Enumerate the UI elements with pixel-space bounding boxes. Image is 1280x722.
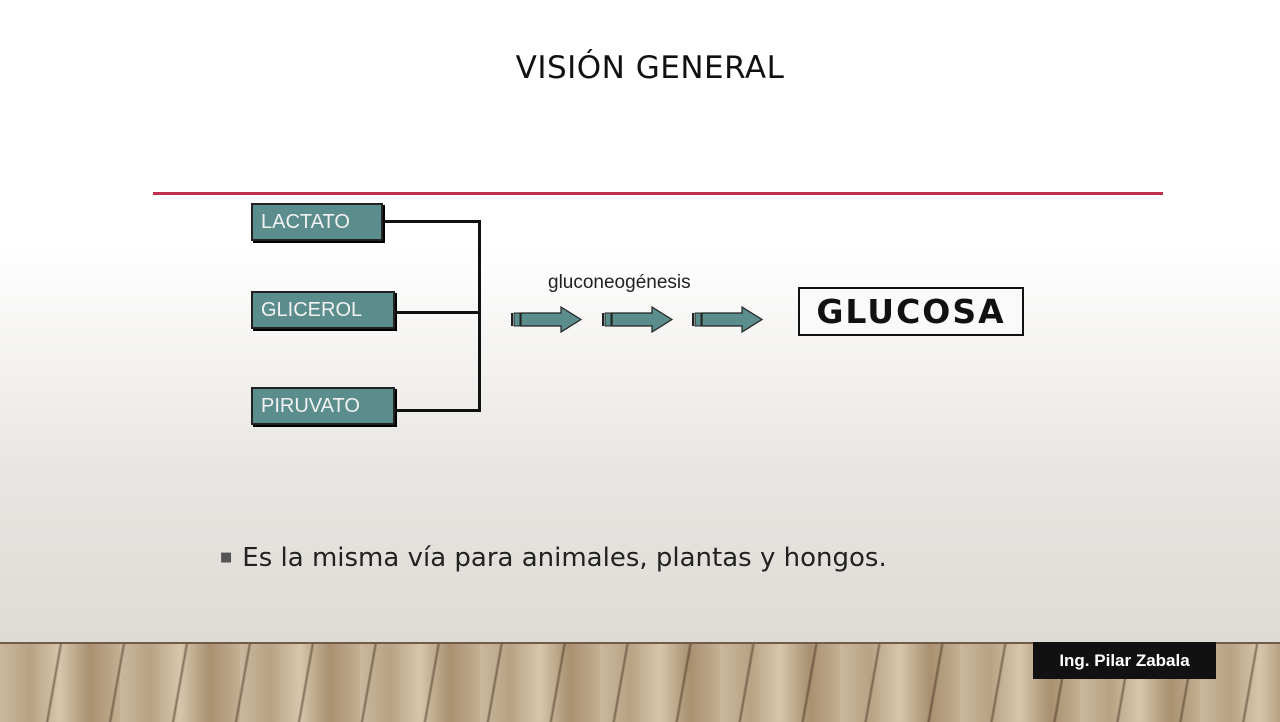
bullet-item: ■ Es la misma vía para animales, plantas …	[220, 543, 887, 573]
process-arrow-1	[511, 306, 583, 334]
source-box-lactato: LACTATO	[251, 203, 383, 241]
connector-line-bottom	[395, 409, 481, 412]
source-box-piruvato: PIRUVATO	[251, 387, 395, 425]
author-credit: Ing. Pilar Zabala	[1033, 642, 1216, 679]
process-arrow-3	[692, 306, 764, 334]
source-box-glicerol: GLICEROL	[251, 291, 395, 329]
process-arrow-2	[602, 306, 674, 334]
slide-title: VISIÓN GENERAL	[515, 50, 785, 86]
title-rule	[153, 192, 1163, 195]
connector-line-top	[383, 220, 481, 223]
bullet-text: Es la misma vía para animales, plantas y…	[242, 543, 887, 573]
product-box-glucosa: GLUCOSA	[798, 287, 1024, 336]
connector-line-vertical	[478, 220, 481, 412]
square-bullet-icon: ■	[220, 550, 233, 565]
connector-line-middle	[395, 311, 481, 314]
process-label: gluconeogénesis	[548, 272, 691, 293]
